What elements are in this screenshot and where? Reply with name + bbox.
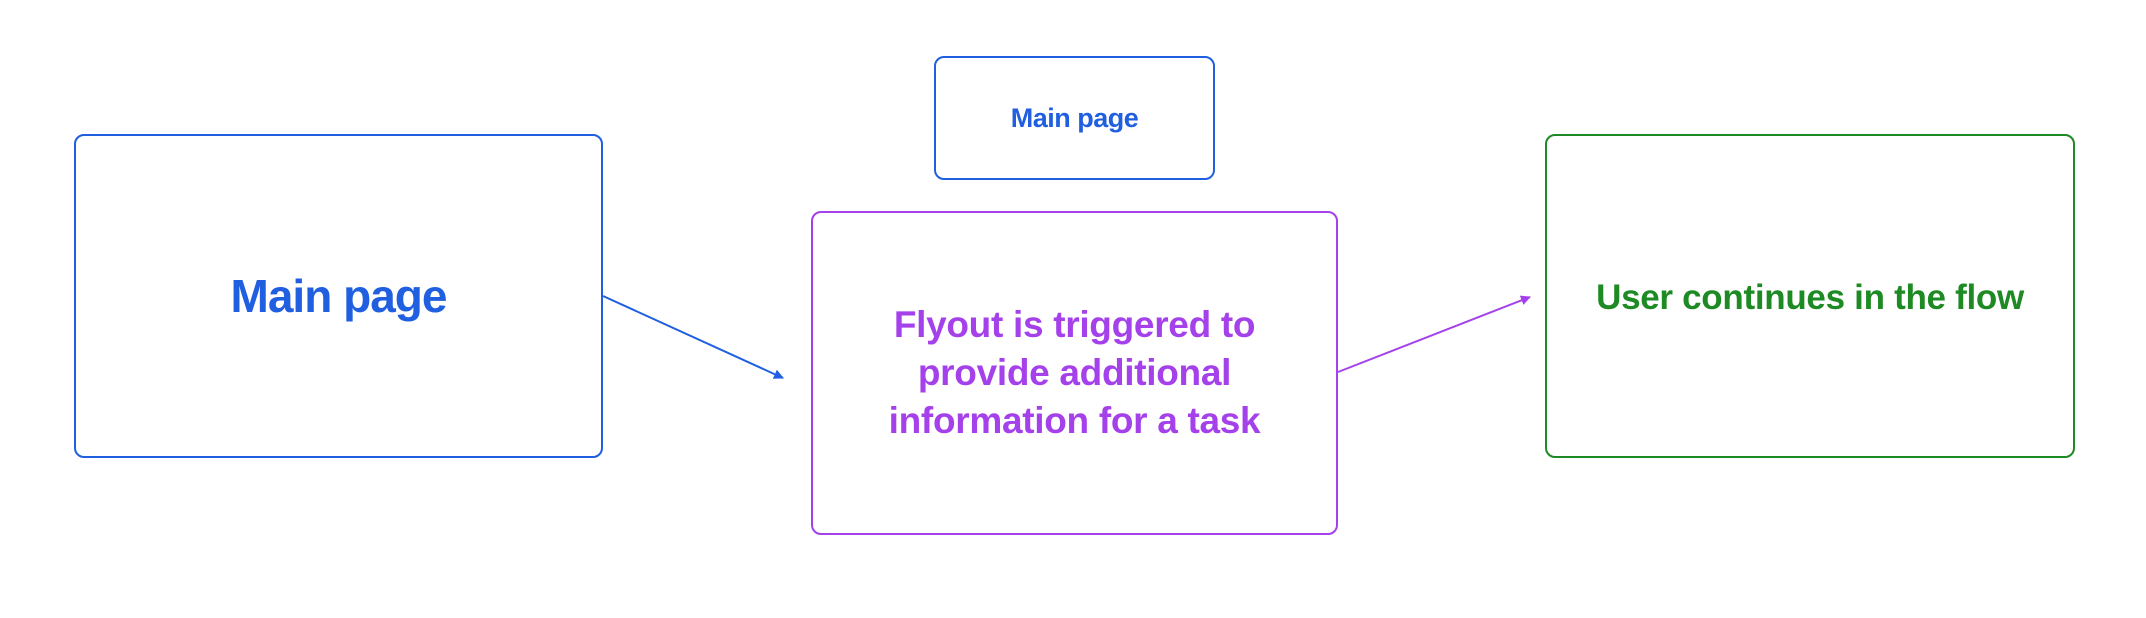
user-continues-box: User continues in the flow [1545,134,2075,458]
flyout-label: Flyout is triggered to provide additiona… [888,304,1261,441]
main-page-small-label: Main page [1010,102,1139,133]
arrow-main-to-flyout [602,295,784,379]
main-page-small-box: Main page [934,56,1215,180]
flyout-box: Flyout is triggered to provide additiona… [811,211,1338,535]
arrow-flyout-to-continue [1337,295,1531,373]
main-page-box: Main page [74,134,603,458]
main-page-label: Main page [230,270,448,322]
user-continues-label: User continues in the flow [1596,278,2024,317]
